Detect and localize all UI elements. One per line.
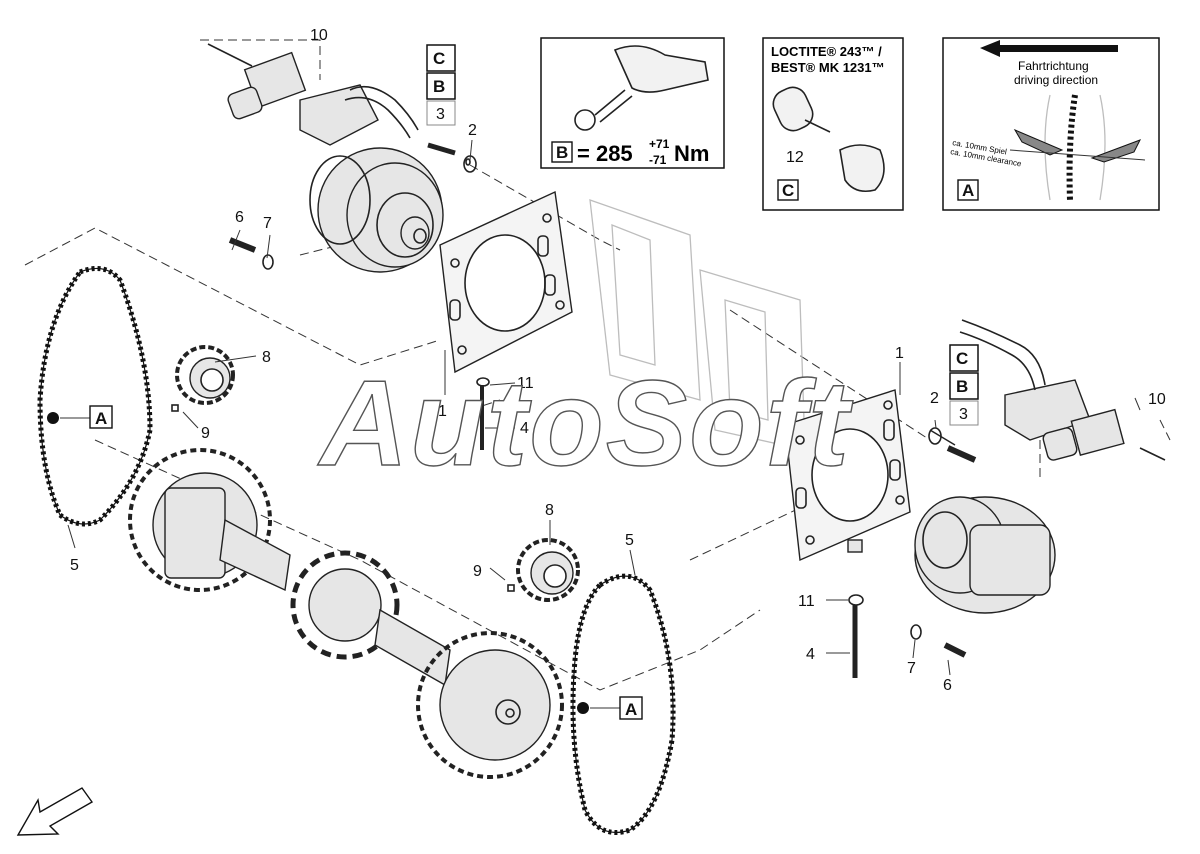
chain-clearance-icon (1009, 94, 1146, 201)
callout-9-mid: 9 (473, 563, 482, 580)
callout-10-top: 10 (310, 27, 328, 44)
svg-text:B: B (433, 77, 445, 96)
orientation-arrow-icon (16, 787, 94, 836)
callout-4-center: 4 (520, 420, 529, 437)
chain-mark-a-left: A (89, 405, 113, 429)
svg-text:3: 3 (436, 106, 445, 123)
torque-panel: B = 285 +71 -71 Nm (540, 37, 725, 169)
mid-chain (570, 573, 676, 835)
callout-9-left: 9 (201, 425, 210, 442)
loctite-part-number: 12 (786, 149, 804, 166)
torque-stack-right: C B 3 (949, 344, 979, 426)
direction-panel: Fahrtrichtung driving direction ca. 10mm… (942, 37, 1160, 211)
torque-value: = 285 (577, 141, 633, 166)
mid-small-sprocket (507, 538, 580, 602)
adhesive-bottle-icon (772, 86, 885, 193)
svg-text:C: C (782, 181, 794, 200)
callout-1-right: 1 (895, 345, 904, 362)
callout-2-top: 2 (468, 122, 477, 139)
callout-6-top: 6 (235, 209, 244, 226)
callout-4-right: 4 (806, 646, 815, 663)
callout-5-left: 5 (70, 557, 79, 574)
callout-11-right: 11 (798, 593, 815, 610)
callout-7-right: 7 (907, 660, 916, 677)
svg-text:C: C (956, 349, 968, 368)
callout-5-mid: 5 (625, 532, 634, 549)
svg-text:B: B (956, 377, 968, 396)
callout-7-top: 7 (263, 215, 272, 232)
svg-text:A: A (962, 181, 974, 200)
torque-tolerance-plus: +71 (649, 137, 670, 151)
direction-label-en: driving direction (1014, 73, 1098, 87)
torque-tolerance-minus: -71 (649, 153, 667, 167)
callout-10-right: 10 (1148, 391, 1166, 408)
left-chain (37, 265, 153, 527)
left-small-sprocket (171, 345, 235, 412)
right-motor-assembly (910, 319, 1166, 658)
callout-8-mid: 8 (545, 502, 554, 519)
callout-2-right: 2 (930, 390, 939, 407)
top-motor-assembly (207, 43, 444, 273)
loctite-panel: LOCTITE® 243™ / BEST® MK 1231™ 12 C (762, 37, 904, 211)
svg-text:B: B (556, 143, 568, 162)
callout-11-center: 11 (517, 375, 534, 392)
drive-axle-assembly (128, 448, 564, 779)
leader-lines (60, 139, 1141, 709)
svg-text:A: A (625, 700, 637, 719)
watermark-text: AutoSoft (317, 355, 853, 491)
torque-stack-left: C B 3 (426, 44, 456, 126)
direction-arrow-icon (980, 40, 1118, 57)
svg-text:C: C (433, 49, 445, 68)
callout-8-left: 8 (262, 349, 271, 366)
top-fasteners (228, 142, 477, 270)
center-mounting-plate (439, 190, 573, 450)
direction-label-de: Fahrtrichtung (1018, 59, 1089, 73)
right-mounting-plate (784, 389, 911, 678)
chain-mark-a-mid: A (619, 696, 643, 720)
loctite-line2: BEST® MK 1231™ (771, 60, 885, 75)
callout-6-right: 6 (943, 677, 952, 694)
torque-unit: Nm (674, 141, 709, 166)
svg-text:3: 3 (959, 406, 968, 423)
hand-wrench-icon (574, 45, 709, 131)
loctite-line1: LOCTITE® 243™ / (771, 44, 882, 59)
svg-text:A: A (95, 409, 107, 428)
callout-1-center: 1 (438, 403, 447, 420)
part-numbers: 10 2 6 7 8 9 5 1 11 4 8 9 5 1 2 10 11 4 … (70, 27, 1166, 694)
